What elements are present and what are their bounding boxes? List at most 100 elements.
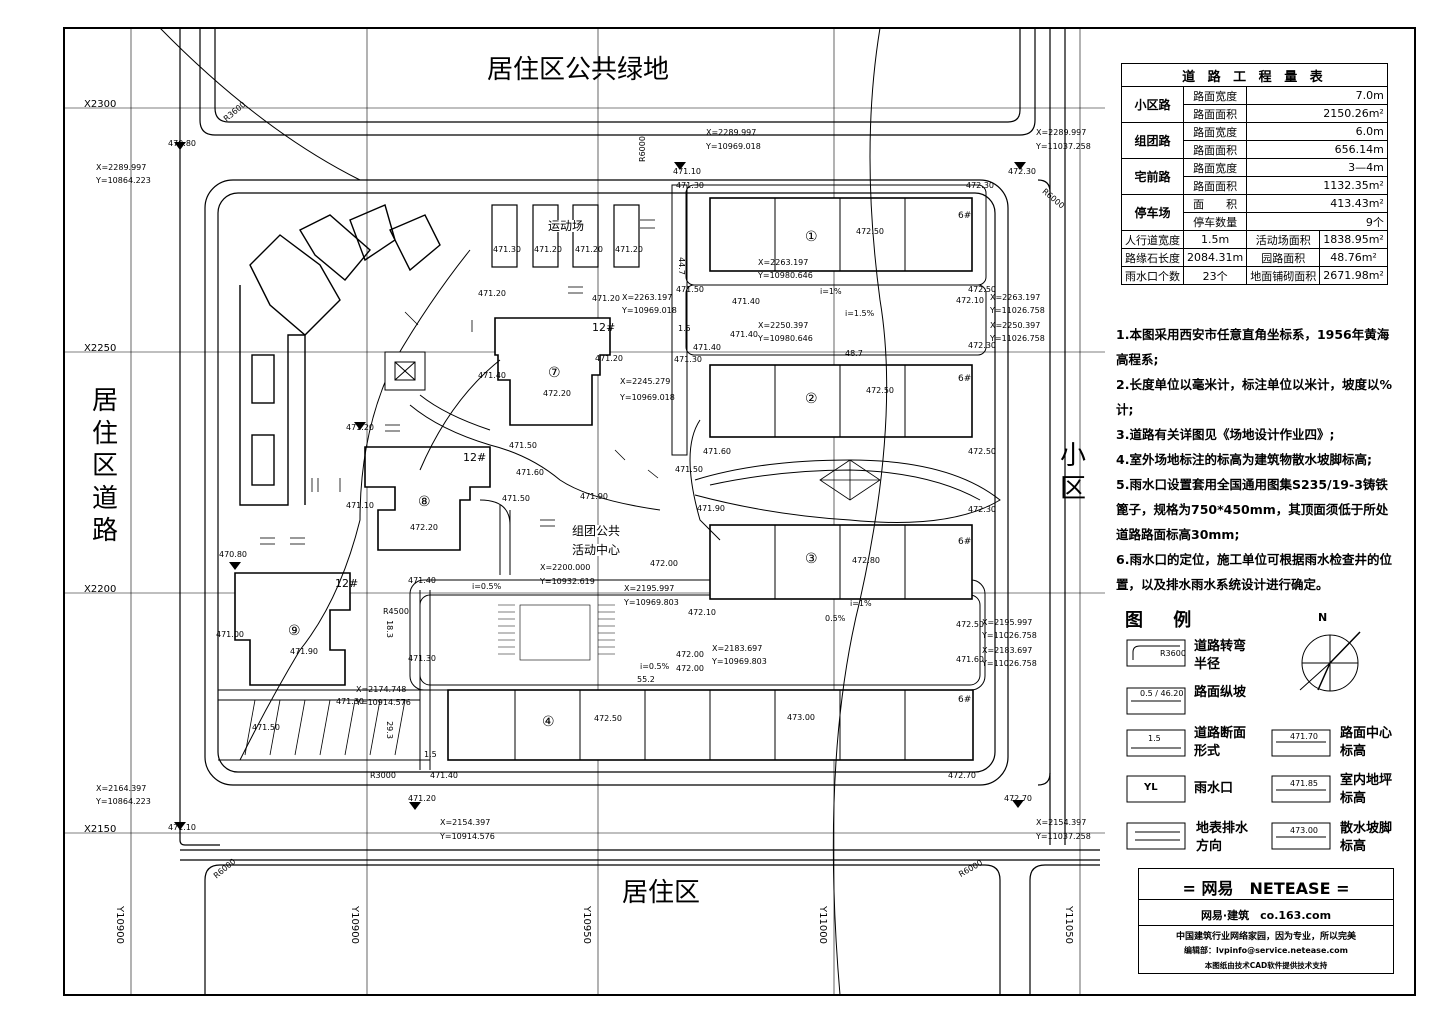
floor-elevation: 472.50 [866,386,894,395]
slope-label: 18.3 [384,620,394,638]
summary-value: 2671.98m² [1319,266,1388,285]
coordinate: Y=11026.758 [990,334,1045,343]
spot-elevation: 471.10 [673,167,701,176]
summary-label: 园路面积 [1246,248,1321,267]
coordinate: Y=10914.576 [356,698,411,707]
table-item: 路面面积 [1182,104,1248,123]
spot-elevation: 472.10 [688,608,716,617]
legend-label: 路面纵坡 [1194,685,1247,700]
legend-symbol-text: 473.00 [1290,826,1318,835]
coordinate: X=2195.997 [624,584,675,593]
legend-symbol-text: YL [1144,782,1158,793]
summary-value: 1.5m [1182,230,1248,249]
legend-label: 散水坡脚标高 [1340,821,1393,854]
coordinate: X=2154.397 [1036,818,1087,827]
floor-elevation: 473.00 [787,713,815,722]
field-elevation: 471.20 [575,245,603,254]
grid-label-y2: Y10900 [348,906,360,944]
grid-label-y3: Y10950 [580,906,592,944]
coordinate: Y=10864.223 [96,797,151,806]
coordinate: X=2289.997 [706,128,757,137]
building-number: ④ [542,714,555,730]
coordinate: Y=11037.258 [1036,142,1091,151]
plaza-steps [498,604,615,661]
coordinate: X=2154.397 [440,818,491,827]
floor-tag: 6# [958,374,972,384]
coordinate: Y=10914.576 [440,832,495,841]
legend-label: 道路转弯半径 [1194,639,1247,672]
drawing-border [63,27,1416,996]
parking-lot [244,699,406,756]
coordinate: Y=10969.018 [706,142,761,151]
spot-elevation: 472.70 [1004,794,1032,803]
table-title: 道 路 工 程 量 表 [1121,63,1388,87]
spot-elevation: 472.00 [676,664,704,673]
slope-label: i=1.5% [845,309,875,318]
spot-elevation: 471.60 [516,468,544,477]
spot-elevation: 471.00 [216,630,244,639]
floor-tag: 6# [958,537,972,547]
activity-center-label-1: 组团公共 [572,524,621,538]
legend-symbol-text: R3600 [1160,649,1186,658]
table-value: 413.43m² [1246,194,1388,213]
field-elevation: 471.20 [534,245,562,254]
coordinate: X=2245.279 [620,377,671,386]
spot-elevation: 471.50 [252,723,280,732]
residential-blocks-6f [447,197,974,761]
coordinate: Y=10969.803 [624,598,679,607]
legend-symbol-text: 471.70 [1290,732,1318,741]
coordinate: X=2183.697 [982,646,1033,655]
coordinate: X=2289.997 [1036,128,1087,137]
design-notes: 1.本图采用西安市任意直角坐标系，1956年黄海高程系; 2.长度单位以毫米计，… [1116,322,1392,597]
spot-elevation: 472.00 [650,559,678,568]
table-value: 6.0m [1246,122,1388,141]
activity-center-label-2: 活动中心 [572,543,621,557]
spot-elevation: 471.60 [956,655,984,664]
coordinate: Y=10932.619 [540,577,595,586]
coordinate: X=2263.197 [758,258,809,267]
coordinate: Y=10980.646 [758,334,813,343]
spot-elevation: 471.40 [693,343,721,352]
spot-elevation: 470.80 [168,139,196,148]
legend-symbol-text: 0.5 / 46.20 [1140,689,1184,698]
floor-tag: 12# [335,577,359,590]
building-number: ① [805,229,818,245]
grid-label-y5: Y11050 [1062,906,1074,944]
floor-elevation: 472.80 [852,556,880,565]
table-value: 7.0m [1246,86,1388,105]
slope-label: i=1% [820,287,842,296]
table-category: 宅前路 [1121,158,1184,195]
coordinate: X=2195.997 [982,618,1033,627]
spot-elevation: 472.30 [968,341,996,350]
building-number: ⑧ [418,494,431,510]
coordinate: X=2164.397 [96,784,147,793]
summary-label: 雨水口个数 [1121,266,1184,285]
radius-label: R6000 [637,136,647,162]
table-category: 小区路 [1121,86,1184,123]
floor-elevation: 472.50 [856,227,884,236]
note-item: 1.本图采用西安市任意直角坐标系，1956年黄海高程系; [1116,327,1390,367]
note-item: 3.道路有关详图见《场地设计作业四》; [1116,427,1335,442]
table-item: 路面宽度 [1182,158,1248,177]
title-slogan: 中国建筑行业网络家园，因为专业，所以完美 [1175,932,1356,942]
tower-blocks-12f [234,317,611,686]
spot-elevation: 472.30 [968,505,996,514]
outer-roads [179,28,1100,995]
spot-elevation: 472.70 [948,771,976,780]
summary-value: 1838.95m² [1319,230,1388,249]
north-label: N [1318,611,1328,624]
spot-elevation: 471.20 [408,794,436,803]
coordinate: X=2263.197 [990,293,1041,302]
spot-elevation: 471.10 [346,501,374,510]
region-right-label: 小区 [1059,441,1086,504]
building-number: ③ [805,551,818,567]
spot-elevation: 471.40 [478,371,506,380]
sports-field-label: 运动场 [548,219,585,233]
title-site: 网易·建筑 co.163.com [1200,909,1332,922]
spot-elevation: 471.60 [703,447,731,456]
legend-symbols [1126,639,1331,850]
legend-label: 路面中心标高 [1340,726,1393,759]
spot-elevation: 471.90 [697,504,725,513]
table-value: 9个 [1246,212,1388,231]
